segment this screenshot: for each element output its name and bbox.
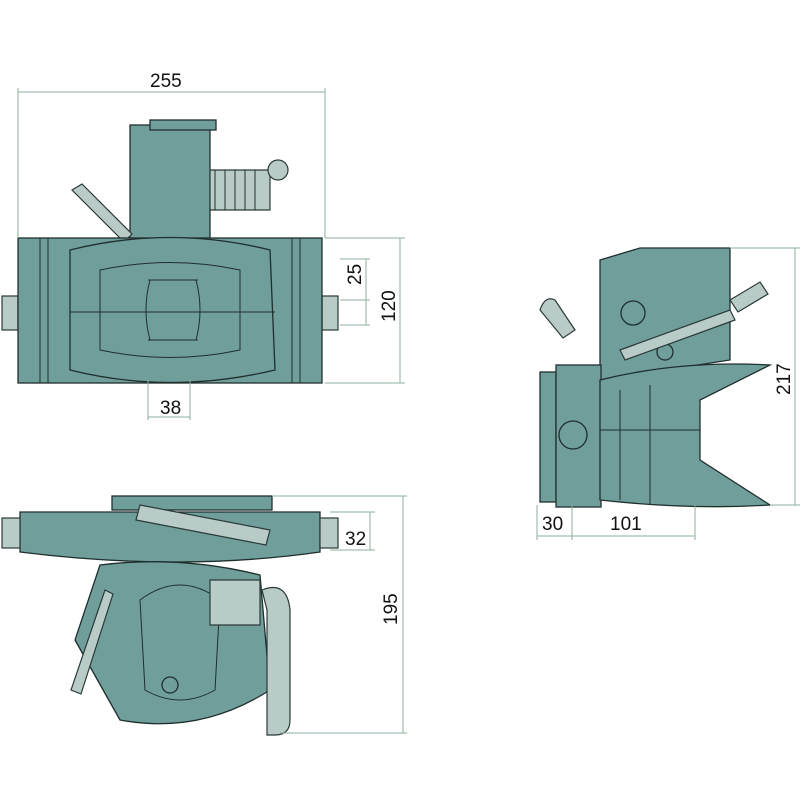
top-spring-arm bbox=[261, 586, 291, 736]
side-plate-bolt bbox=[558, 420, 588, 450]
dim-38: 38 bbox=[160, 398, 181, 419]
dim-30: 30 bbox=[542, 514, 563, 535]
side-handle-end bbox=[729, 281, 769, 313]
dim-120: 120 bbox=[379, 290, 400, 322]
front-dimensions: 255 25 120 38 bbox=[17, 71, 405, 420]
dim-32: 32 bbox=[345, 529, 366, 550]
front-tower-cap bbox=[149, 119, 217, 131]
front-tower bbox=[129, 124, 211, 246]
dim-101: 101 bbox=[610, 514, 642, 535]
side-lever bbox=[539, 298, 576, 339]
side-handle bbox=[619, 309, 736, 361]
top-handle bbox=[135, 504, 271, 546]
dim-25: 25 bbox=[345, 264, 366, 285]
side-dimensions: 217 30 101 bbox=[536, 247, 800, 540]
dim-217: 217 bbox=[774, 363, 795, 395]
front-right-pin bbox=[321, 295, 339, 331]
top-lever bbox=[70, 589, 114, 695]
side-plate-outer bbox=[539, 371, 557, 503]
front-left-pin bbox=[1, 295, 19, 331]
top-spring bbox=[209, 579, 261, 626]
dim-195: 195 bbox=[381, 593, 402, 625]
side-jaw bbox=[599, 363, 773, 508]
side-bolt-1 bbox=[620, 300, 646, 326]
top-bolt bbox=[161, 676, 179, 694]
front-view bbox=[1, 119, 339, 384]
front-spring bbox=[209, 169, 271, 211]
top-flange-plate bbox=[111, 495, 273, 511]
dim-width-255: 255 bbox=[150, 71, 182, 92]
top-view bbox=[1, 495, 339, 736]
top-right-pin bbox=[319, 517, 339, 549]
front-spring-knob bbox=[267, 159, 289, 181]
top-dimensions: 32 195 bbox=[272, 495, 407, 734]
front-jaw bbox=[69, 236, 276, 384]
front-lever bbox=[71, 183, 133, 243]
top-housing bbox=[19, 511, 321, 563]
top-left-pin bbox=[1, 517, 21, 549]
side-view bbox=[539, 247, 773, 508]
